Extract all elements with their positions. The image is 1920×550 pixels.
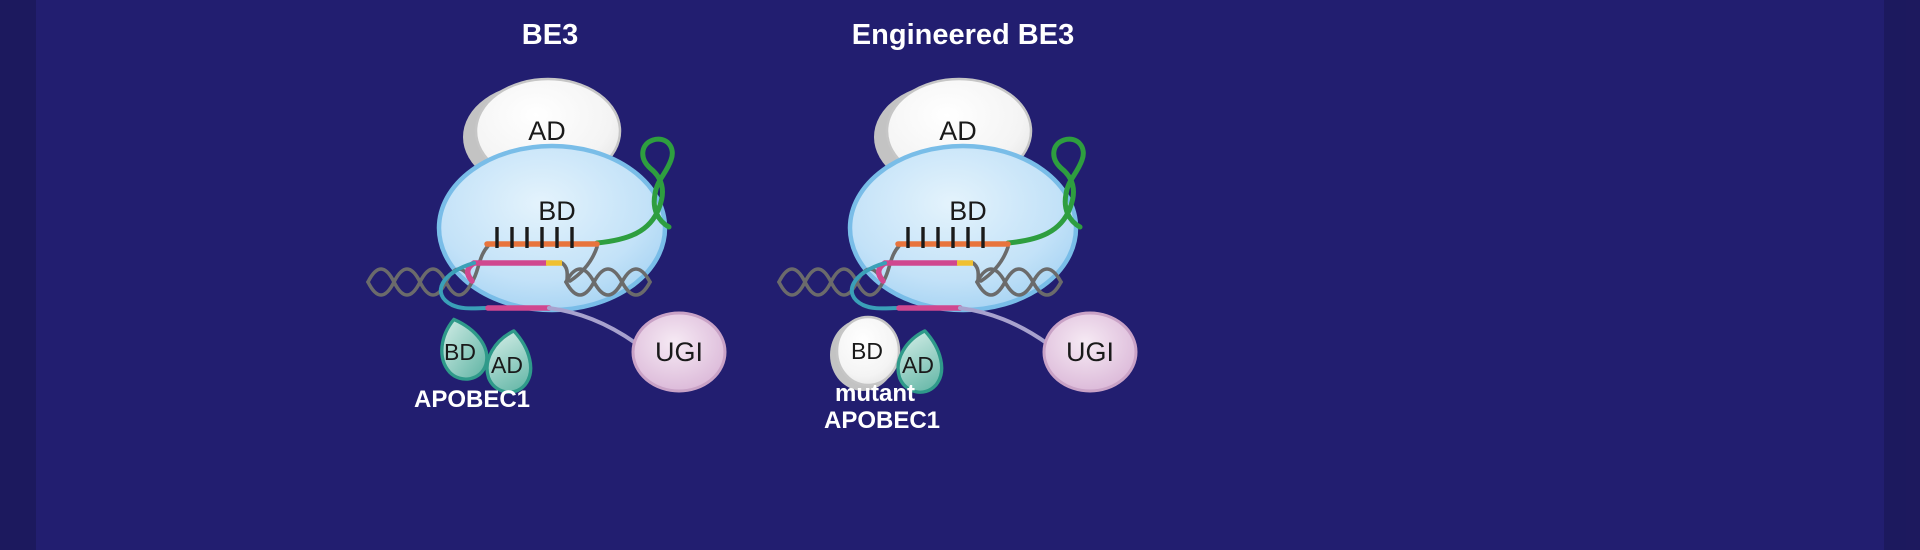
apobec-name: APOBEC1 <box>414 386 530 413</box>
ugi-linker <box>958 306 1050 346</box>
dna-strand <box>564 267 652 297</box>
strand-connector-right <box>560 261 570 284</box>
strand-connector-top-right <box>568 245 599 283</box>
apobec-name-line2: APOBEC1 <box>824 407 940 434</box>
apobec-bd-label: BD <box>851 338 883 364</box>
apobec-linker <box>439 261 490 311</box>
cas9-ad-label: AD <box>939 116 977 146</box>
apobec-name-line1: mutant <box>835 380 915 407</box>
ugi-domain <box>631 311 727 393</box>
cas9-bd-label: BD <box>949 196 987 226</box>
apobec-ad-lobe <box>896 329 944 394</box>
diagram-engineered-be3: Engineered BE3 <box>777 19 1138 434</box>
apobec-linker <box>850 261 901 311</box>
diagram-be3: BE3 <box>366 19 727 413</box>
base-pair-ticks <box>495 227 574 248</box>
apobec-bd-label: BD <box>444 339 476 365</box>
apobec-ad-label: AD <box>491 352 523 378</box>
diagram-title: BE3 <box>522 19 578 51</box>
ugi-domain <box>1042 311 1138 393</box>
dna-helix-right <box>975 267 1063 297</box>
dna-strand <box>975 267 1063 297</box>
dna-strand <box>975 267 1063 297</box>
cas9-bd-label: BD <box>538 196 576 226</box>
apobec-ad-label: AD <box>902 352 934 378</box>
apobec-bd-mutant-domain <box>835 315 901 387</box>
cas9-ad-label: AD <box>528 116 566 146</box>
ugi-label: UGI <box>655 337 703 367</box>
strand-connector-top-right <box>979 245 1010 283</box>
base-pair-ticks <box>906 227 985 248</box>
cas9-bd-domain <box>847 143 1079 313</box>
apobec-ad-lobe <box>485 329 533 394</box>
dna-strand <box>564 267 652 297</box>
diagram-title: Engineered BE3 <box>852 19 1074 51</box>
ugi-label: UGI <box>1066 337 1114 367</box>
cas9-bd-domain <box>436 143 668 313</box>
sgrna-scaffold <box>594 136 675 246</box>
ugi-linker <box>547 306 639 346</box>
apobec-bd-lobe <box>440 317 489 381</box>
strand-connector-right <box>971 261 981 284</box>
dna-helix-right <box>564 267 652 297</box>
sgrna-scaffold <box>1005 136 1086 246</box>
